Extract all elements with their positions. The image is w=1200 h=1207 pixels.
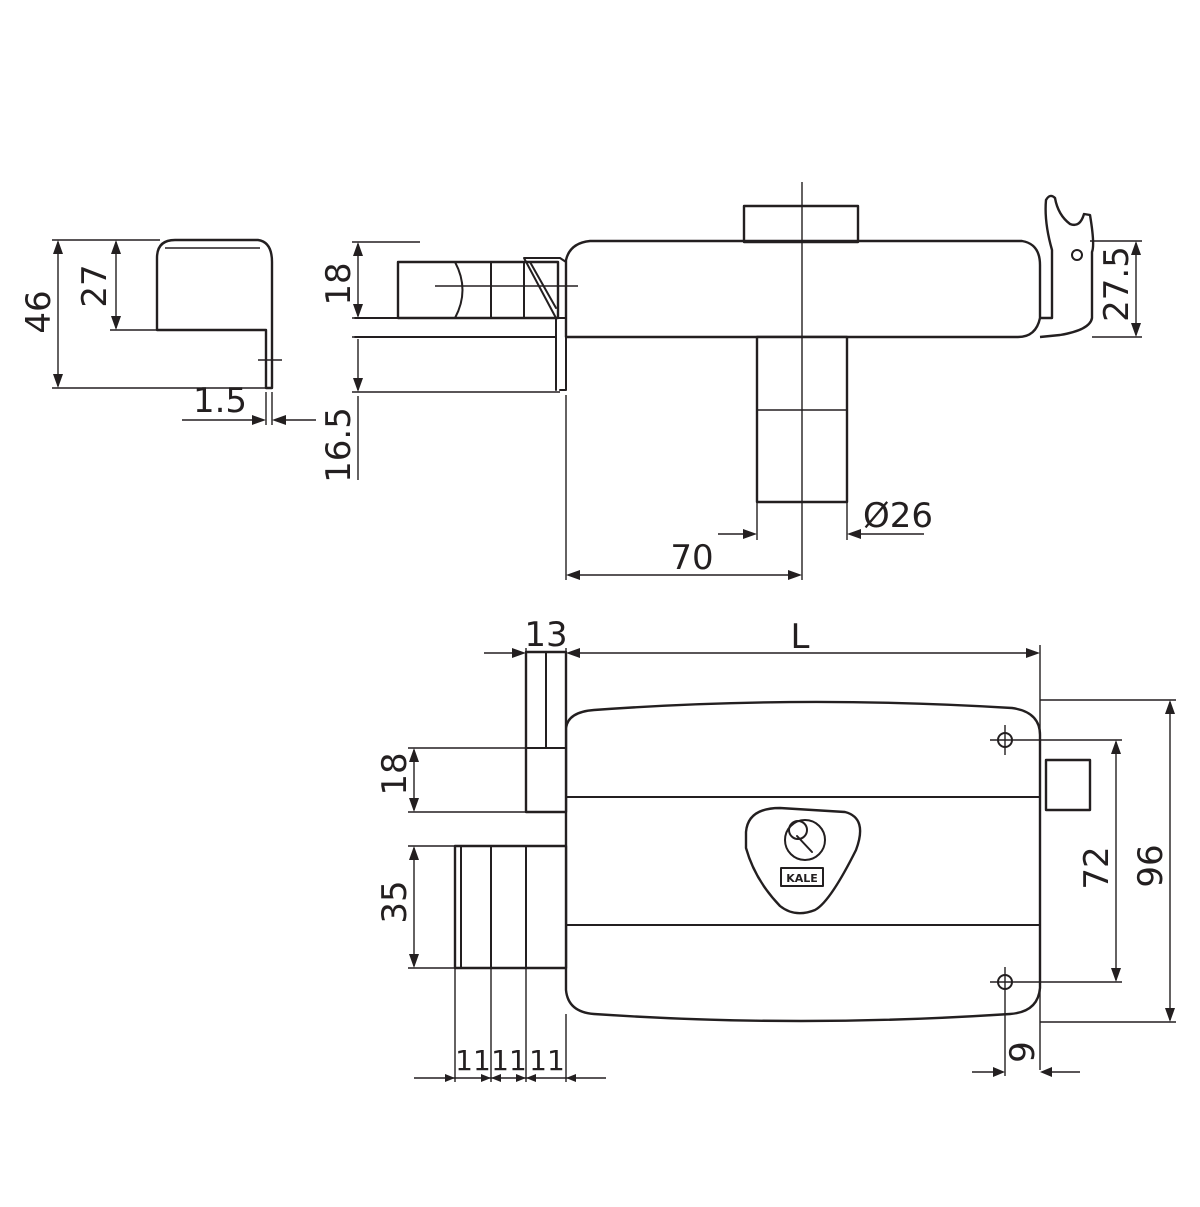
dim-label-16-5: 16.5: [319, 407, 359, 483]
dim-label-diameter: Ø26: [863, 496, 933, 536]
dim-label-9: 9: [1003, 1041, 1043, 1063]
side-hook: [1039, 194, 1095, 339]
dim-label-1-5: 1.5: [193, 381, 247, 421]
dim-label-46: 46: [19, 290, 59, 333]
dim-front-top: 13 L: [484, 615, 1041, 1070]
dim-case-height: 96: [1040, 699, 1176, 1023]
dim-label-11-a: 11: [455, 1044, 491, 1077]
side-hook-pin: [1071, 249, 1083, 261]
side-bolt-steps: [397, 261, 556, 319]
dim-label-13: 13: [524, 615, 567, 655]
front-screw-hole-bottom: [990, 967, 1020, 997]
dim-strike-thickness: 1.5: [182, 381, 316, 425]
dim-label-27-5: 27.5: [1097, 246, 1137, 322]
dim-label-27: 27: [75, 264, 115, 307]
side-case-outline: [564, 239, 1042, 339]
brand-mark: KALE: [786, 872, 818, 885]
side-cylinder-boss: [742, 204, 860, 244]
strike-plate-view: 46 27 1.5: [19, 238, 316, 425]
dim-label-96: 96: [1131, 844, 1171, 887]
dim-hole-offset: 9: [972, 997, 1080, 1077]
dim-label-18-side: 18: [319, 262, 359, 305]
dim-label-11-c: 11: [529, 1044, 565, 1077]
dim-side-hook-height: 27.5: [1090, 240, 1142, 338]
dim-label-L: L: [791, 617, 810, 657]
lock-side-view: 18 16.5 27.5 Ø26 70: [319, 182, 1142, 580]
dim-label-11-b: 11: [491, 1044, 527, 1077]
dim-cylinder-diameter: Ø26: [718, 496, 933, 540]
dim-label-70: 70: [670, 538, 713, 578]
strike-plate-outline: [155, 238, 274, 390]
dim-strike-inner-height: 27: [75, 240, 158, 331]
side-front-plate: [354, 317, 567, 391]
side-latch-wedge: [523, 257, 567, 319]
dim-hole-spacing: 72: [1020, 739, 1122, 983]
dim-front-bolt-height: 35: [375, 845, 455, 969]
dim-front-latch-height: 18: [375, 747, 526, 813]
lock-front-view: KALE 13 L 18 35 11 11 11: [375, 615, 1176, 1082]
dim-label-18-front: 18: [375, 752, 415, 795]
dim-side-latch-projection: 16.5: [319, 336, 560, 483]
dim-side-bolt-height: 18: [319, 241, 420, 319]
front-deadbolt: [453, 844, 568, 970]
front-deadbolt-steps: [460, 845, 527, 969]
dim-label-35: 35: [375, 880, 415, 923]
dim-strike-height: 46: [19, 239, 266, 389]
front-hook-stub: [1044, 758, 1092, 812]
dim-bolt-steps: 11 11 11: [414, 968, 606, 1082]
key-cylinder: [784, 819, 826, 861]
dim-backset: 70: [565, 395, 802, 580]
front-screw-hole-top: [990, 725, 1020, 755]
dim-label-72: 72: [1077, 846, 1117, 889]
brand-plate: [780, 867, 824, 887]
